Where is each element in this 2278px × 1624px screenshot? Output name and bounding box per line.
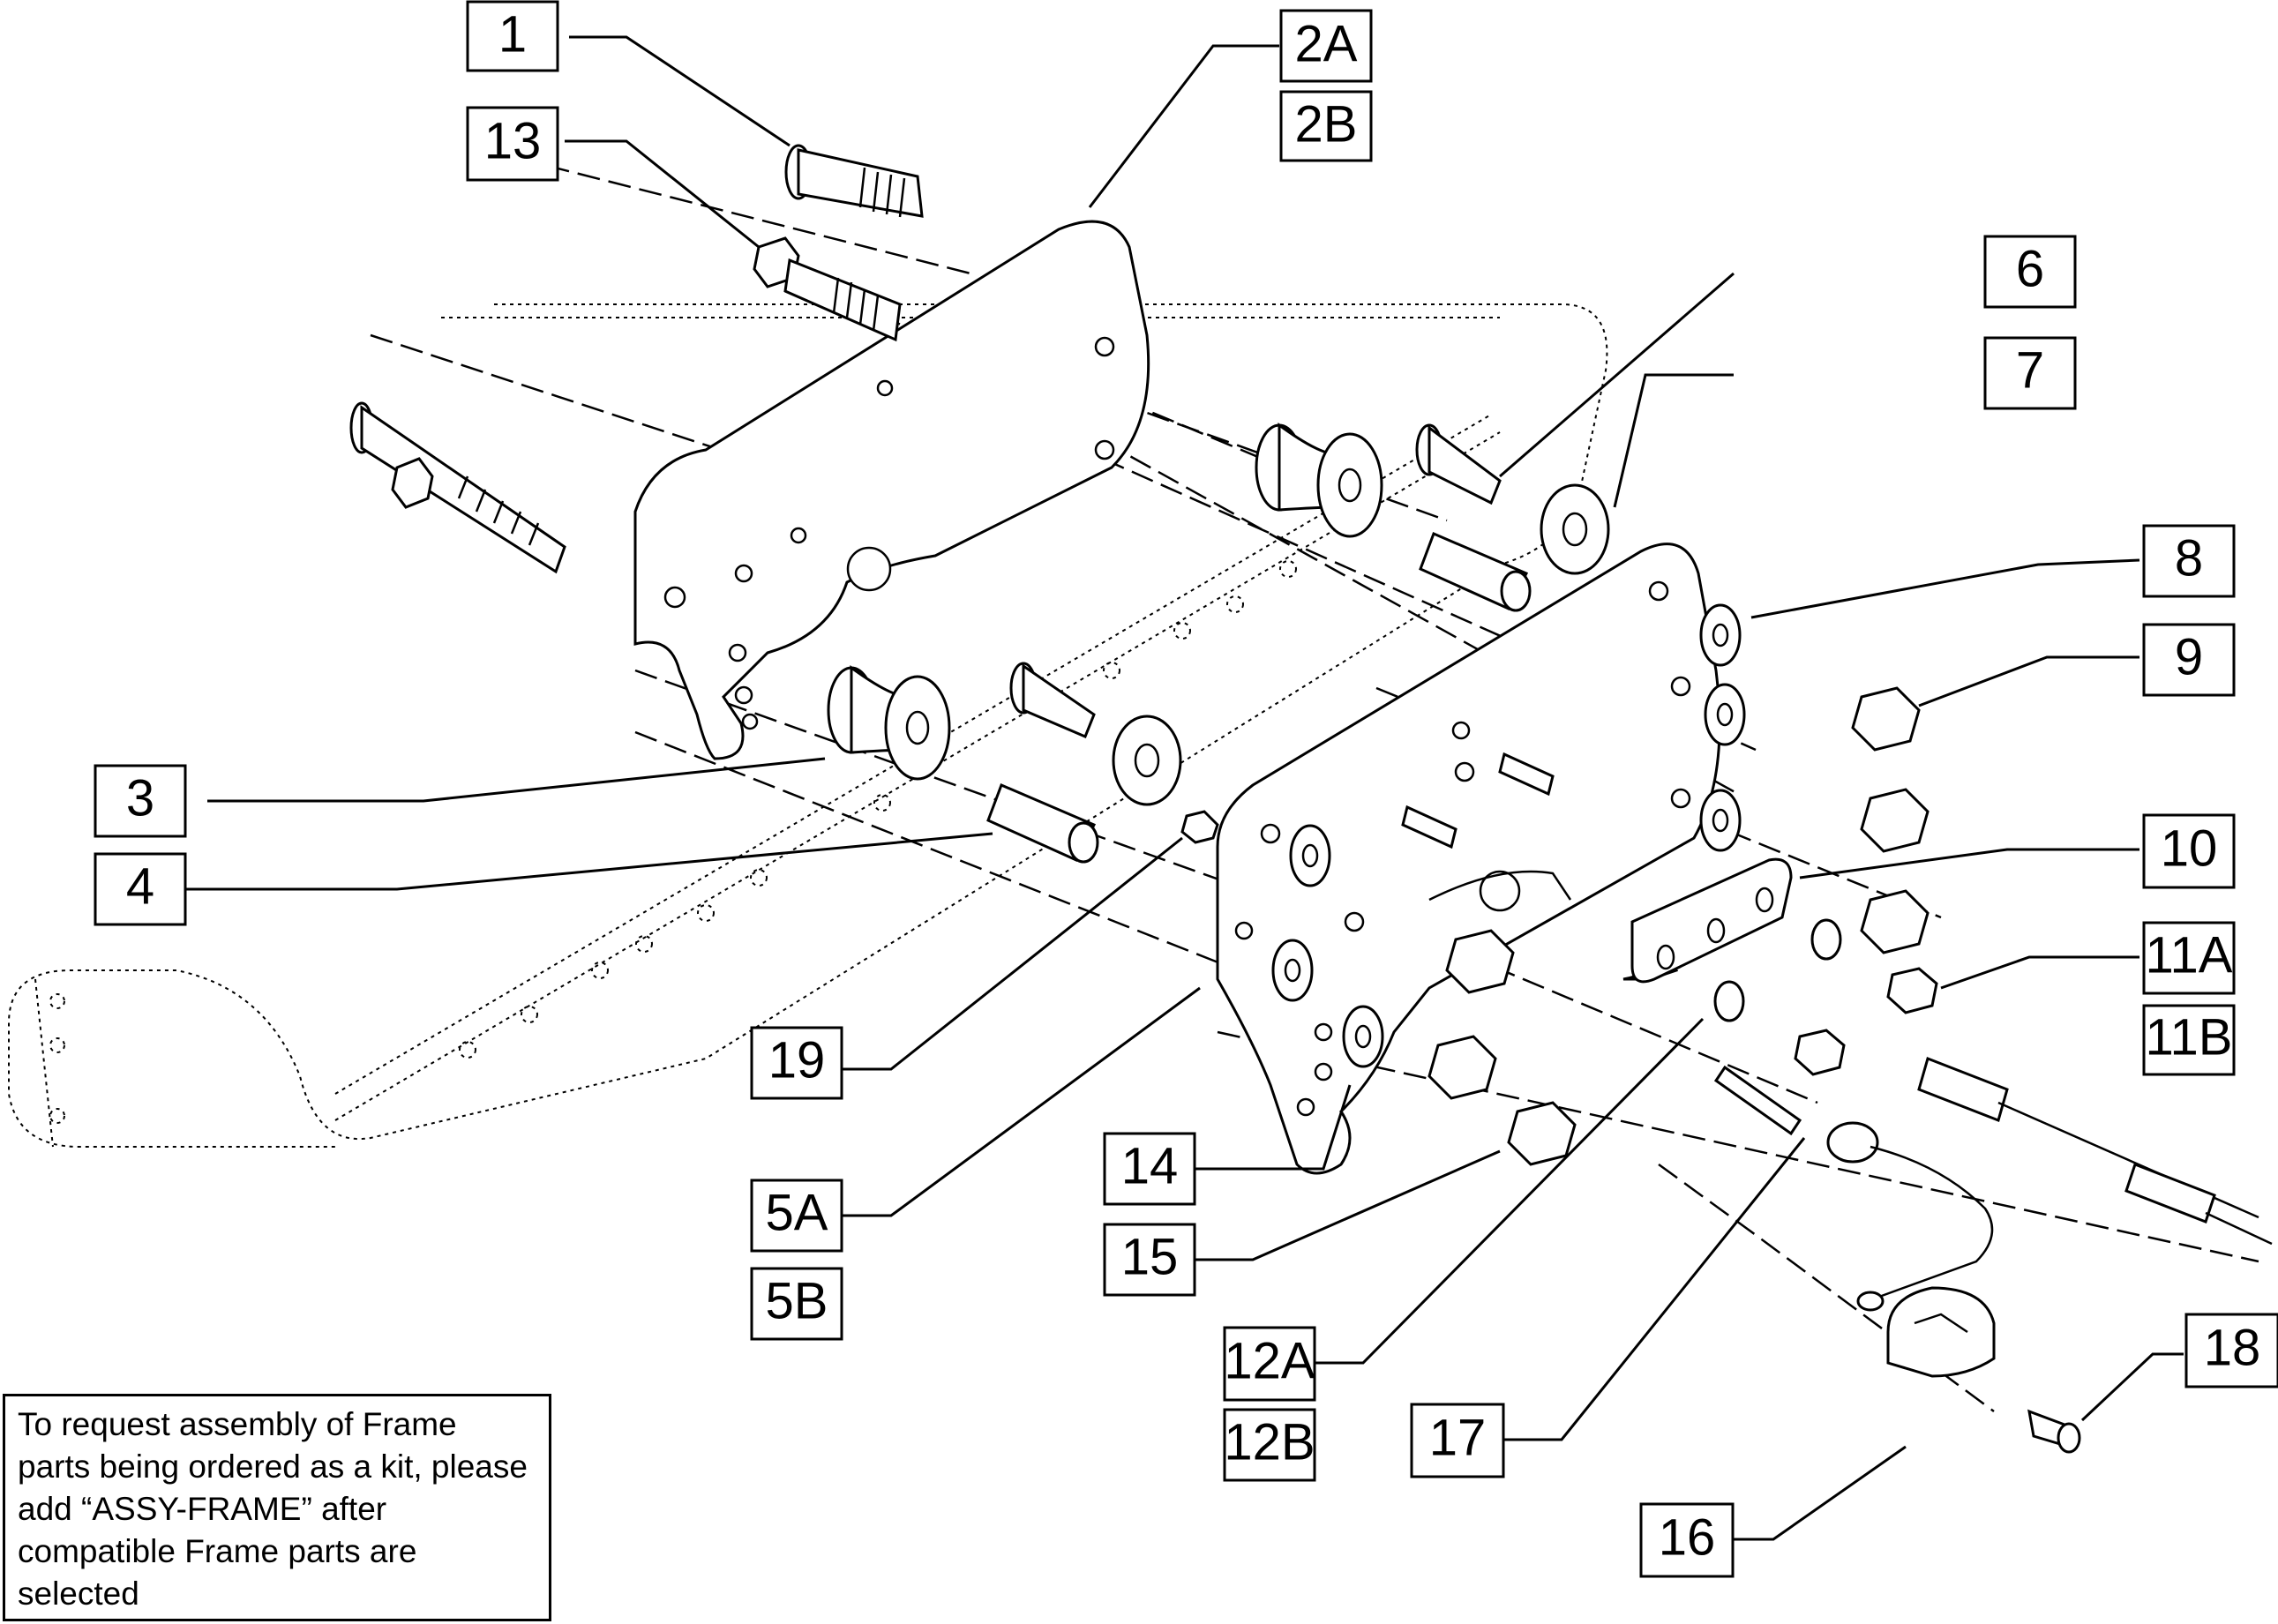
bolt-13	[753, 236, 902, 342]
callout-2b-label: 2B	[1295, 95, 1358, 153]
roller-3-lower	[827, 665, 951, 781]
callout-4-label: 4	[126, 857, 154, 915]
cable-fitting	[1917, 1057, 2273, 1246]
callout-12b: 12B	[1223, 1408, 1316, 1482]
callout-12b-label: 12B	[1224, 1413, 1315, 1471]
callout-5b: 5B	[750, 1267, 843, 1341]
callout-16: 16	[1639, 1502, 1735, 1578]
callout-13-label: 13	[484, 112, 542, 169]
callout-11b: 11B	[2142, 1004, 2236, 1076]
callout-12a: 12A	[1223, 1326, 1316, 1402]
callout-7: 7	[1983, 336, 2077, 410]
callout-9: 9	[2142, 623, 2236, 697]
callout-5a-label: 5A	[766, 1184, 828, 1241]
bracket-10	[1622, 857, 1793, 984]
callout-10: 10	[2142, 813, 2236, 889]
shoulder-bolt-6-lower	[1009, 662, 1096, 738]
callout-7-label: 7	[2016, 341, 2044, 399]
washer-7-lower	[1112, 715, 1182, 806]
callout-19: 19	[750, 1026, 843, 1100]
washer-7-upper	[1540, 483, 1610, 575]
callout-1-label: 1	[498, 5, 527, 63]
callout-10-label: 10	[2161, 819, 2218, 877]
callout-14-label: 14	[1121, 1137, 1179, 1194]
callout-6: 6	[1983, 235, 2077, 309]
callout-18: 18	[2184, 1313, 2278, 1388]
shoulder-bolt-6-upper	[1415, 423, 1502, 505]
leader-lines	[185, 35, 2184, 1541]
callout-2a: 2A	[1279, 9, 1373, 83]
assembly-note: To request assembly of Frame parts being…	[3, 1394, 551, 1621]
callout-2a-label: 2A	[1295, 15, 1358, 72]
nuts	[1180, 686, 1938, 1166]
screw-18	[2027, 1409, 2081, 1454]
studs	[1401, 752, 1555, 849]
tube-4-upper	[1419, 532, 1532, 612]
callout-17-label: 17	[1429, 1409, 1487, 1466]
callout-15-label: 15	[1121, 1228, 1179, 1285]
callout-1: 1	[466, 0, 559, 72]
bolt-lower-left	[349, 401, 566, 574]
callout-3-label: 3	[126, 769, 154, 827]
left-plate	[633, 220, 1150, 760]
bolt-1	[784, 144, 924, 218]
assembly-note-text: To request assembly of Frame parts being…	[18, 1406, 528, 1612]
callout-8: 8	[2142, 524, 2236, 598]
callout-11a: 11A	[2142, 921, 2236, 995]
callout-8-label: 8	[2175, 529, 2203, 587]
callout-17: 17	[1410, 1403, 1505, 1478]
callout-14: 14	[1103, 1132, 1196, 1206]
clip-16	[1886, 1286, 1996, 1378]
callout-12a-label: 12A	[1224, 1332, 1315, 1389]
callout-19-label: 19	[768, 1031, 826, 1089]
callout-16-label: 16	[1659, 1508, 1716, 1566]
tube-4-lower	[986, 783, 1099, 864]
roller-3-upper	[1255, 423, 1383, 538]
callout-9-label: 9	[2175, 628, 2203, 685]
callout-4: 4	[94, 852, 187, 926]
callout-13: 13	[466, 106, 559, 182]
pin-17	[1713, 1065, 1994, 1312]
washers-8	[1271, 603, 1842, 1068]
callout-3: 3	[94, 764, 187, 838]
callout-11a-label: 11A	[2146, 926, 2233, 984]
callout-11b-label: 11B	[2146, 1008, 2233, 1066]
callout-5b-label: 5B	[766, 1272, 828, 1329]
callout-15: 15	[1103, 1223, 1196, 1297]
callout-2b: 2B	[1279, 90, 1373, 162]
callout-18-label: 18	[2204, 1319, 2261, 1376]
callout-5a: 5A	[750, 1179, 843, 1253]
callout-6-label: 6	[2016, 240, 2044, 297]
